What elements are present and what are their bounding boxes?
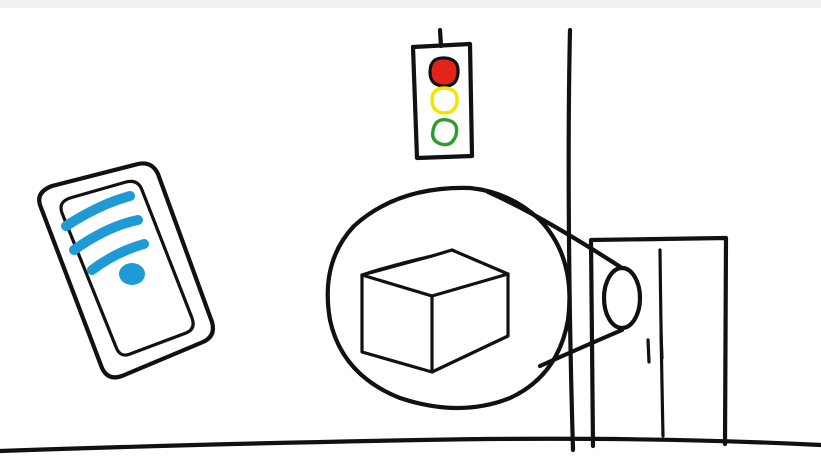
traffic-light-icon <box>413 30 472 158</box>
sensor-lens <box>604 268 640 328</box>
ground-line <box>0 439 821 451</box>
magnifier-lens <box>328 188 570 408</box>
wifi-dot <box>119 263 145 285</box>
beam-upper-edge <box>488 192 622 268</box>
box-top-back-edge <box>362 250 452 275</box>
box-top-face <box>362 250 508 296</box>
box-side-face <box>432 274 508 372</box>
machine-slot-left <box>648 340 649 362</box>
machine-body <box>591 238 726 446</box>
traffic-light-green <box>433 120 457 145</box>
magnifier-circle <box>328 188 570 408</box>
machine-slot-right <box>661 334 662 358</box>
smartphone-icon <box>39 163 213 377</box>
traffic-light-yellow <box>432 88 457 113</box>
box-front-face <box>362 275 432 372</box>
wifi-icon <box>66 196 145 285</box>
box-icon <box>362 250 508 372</box>
sensor-machine-icon <box>591 238 726 446</box>
vertical-divider-line <box>569 30 573 450</box>
